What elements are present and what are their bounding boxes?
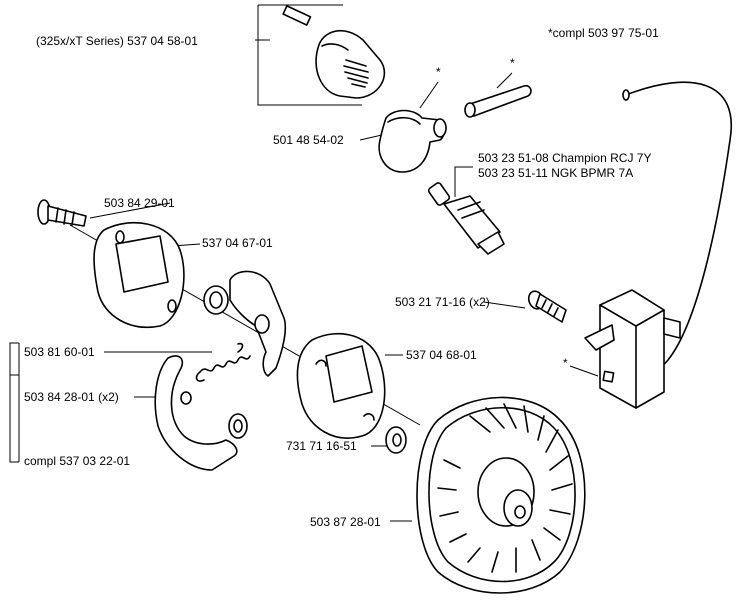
- module-compl-prefix: *compl: [548, 26, 585, 40]
- module-screw-qty: (x2): [469, 295, 490, 309]
- washer: [385, 426, 407, 454]
- module-screw-pn: 503 21 71-16: [395, 295, 466, 309]
- ignition-cap-series: (325x/xT Series): [36, 34, 124, 48]
- ignition-module: [584, 289, 681, 409]
- shoe-pn: 503 84 28-01: [24, 390, 95, 404]
- label-boot: 501 48 54-02: [273, 133, 344, 147]
- label-shoe: 503 84 28-01 (x2): [24, 390, 119, 404]
- plug2-pn: 503 23 51-11: [478, 166, 548, 180]
- ignition-cap-pn: 537 04 58-01: [127, 34, 198, 48]
- label-spring: 503 81 60-01: [24, 345, 95, 359]
- module-compl-pn: 503 97 75-01: [588, 26, 659, 40]
- ht-wire-end: [622, 89, 630, 101]
- star-marker-lead: *: [510, 56, 515, 70]
- label-clutch-compl: compl 537 03 22-01: [24, 454, 130, 468]
- label-module-compl: *compl 503 97 75-01: [548, 26, 659, 40]
- plug2-name: NGK BPMR 7A: [551, 166, 633, 180]
- spark-plug-boot: [378, 109, 447, 173]
- label-module-screw: 503 21 71-16 (x2): [395, 295, 490, 309]
- ignition-cap: [282, 5, 386, 99]
- clutch-compl-pn: 537 03 22-01: [59, 454, 130, 468]
- plug1-pn: 503 23 51-08: [478, 151, 549, 165]
- label-flywheel: 503 87 28-01: [310, 515, 381, 529]
- label-washer: 731 71 16-51: [286, 439, 357, 453]
- shoe-qty: (x2): [98, 390, 119, 404]
- module-screw: [527, 290, 567, 323]
- plug1-name: Champion RCJ 7Y: [552, 151, 651, 165]
- label-plug2: 503 23 51-11 NGK BPMR 7A: [478, 166, 633, 180]
- clutch-shoe: [154, 355, 248, 471]
- label-plate1: 537 04 67-01: [202, 236, 273, 250]
- flywheel: [416, 396, 586, 594]
- clutch-screw: [37, 199, 87, 227]
- label-plate2: 537 04 68-01: [406, 348, 477, 362]
- star-marker-boot: *: [436, 65, 441, 79]
- ht-lead-tube: [464, 84, 532, 118]
- label-plug1: 503 23 51-08 Champion RCJ 7Y: [478, 151, 651, 165]
- star-marker-module: *: [563, 356, 568, 370]
- clutch-plate-2: [296, 332, 386, 439]
- spark-plug: [427, 182, 505, 255]
- label-ignition-cap: (325x/xT Series) 537 04 58-01: [36, 34, 198, 48]
- label-screw: 503 84 29-01: [104, 196, 175, 210]
- clutch-plate-1: [93, 222, 185, 328]
- clutch-spring: [195, 342, 251, 382]
- clutch-hub: [203, 270, 287, 377]
- clutch-compl-prefix: compl: [24, 454, 56, 468]
